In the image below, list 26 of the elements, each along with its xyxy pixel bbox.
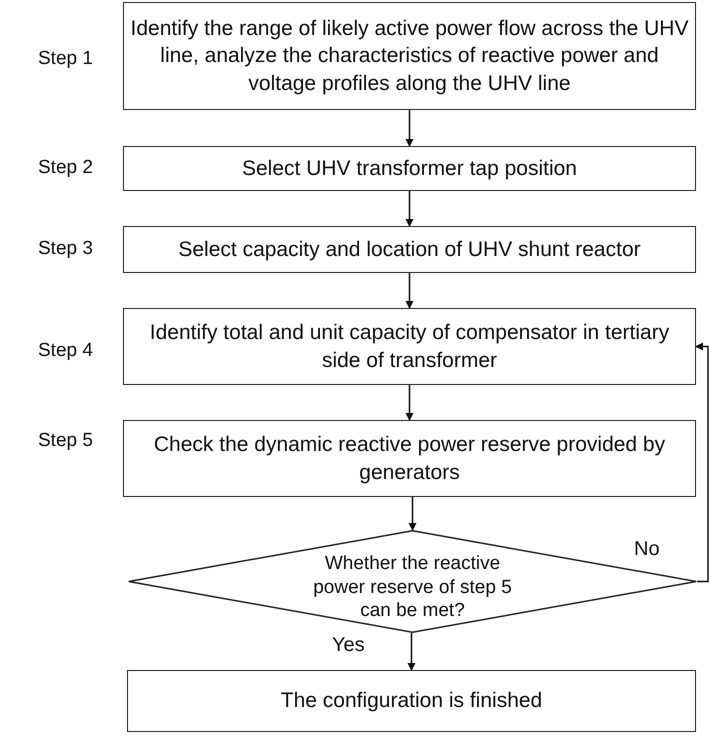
process-box — [123, 420, 696, 497]
process-box — [123, 226, 696, 273]
process-box — [123, 146, 696, 191]
step-text: Identify total and unit capacity of compensator in tertiary side of transformer — [148, 320, 670, 374]
arrow — [406, 273, 414, 309]
step-label: Step 4 — [38, 340, 93, 362]
step-text: Select UHV transformer tap position — [241, 156, 578, 182]
arrow — [406, 191, 414, 227]
step-text: Select capacity and location of UHV shunt reactor — [177, 236, 642, 263]
process-box — [123, 2, 696, 110]
process-box — [127, 670, 696, 732]
step-label: Step 3 — [38, 238, 93, 260]
step-label: Step 1 — [38, 48, 93, 70]
step-text: The configuration is finished — [280, 688, 544, 714]
decision-text: Whether the reactive power reserve of step 5 can be met? — [312, 552, 513, 624]
step-label: Step 5 — [38, 430, 93, 452]
arrow — [408, 633, 416, 671]
arrow — [406, 110, 414, 147]
arrow — [408, 497, 416, 531]
arrow — [406, 385, 414, 421]
decision-diamond — [128, 530, 697, 633]
process-box — [123, 308, 696, 385]
arrow — [695, 342, 709, 582]
step-text: Identify the range of likely active power flow across the UHV line, analyze the characteristics of reactive power and voltage profiles along the UHV line — [130, 16, 690, 97]
step-label: Step 2 — [38, 157, 93, 179]
step-text: Check the dynamic reactive power reserve provided by generators — [152, 432, 666, 486]
